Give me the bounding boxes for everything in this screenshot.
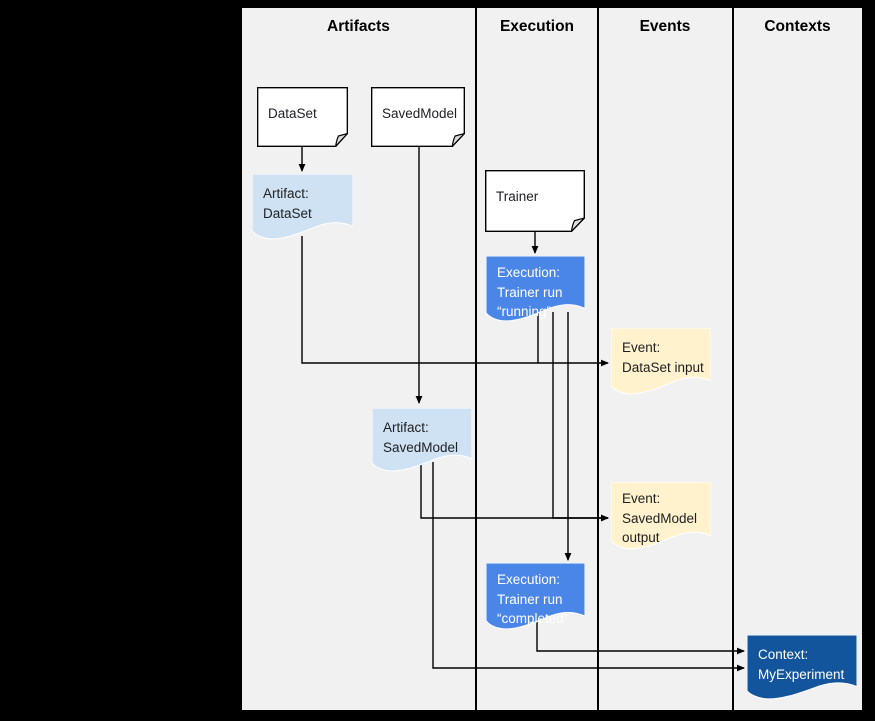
document-shape — [486, 563, 585, 630]
column-divider-artifacts-execution — [475, 8, 477, 710]
node-label: Event: — [622, 491, 661, 506]
node-label: “running” — [497, 304, 552, 319]
folded-corner-icon — [572, 218, 585, 231]
document-body — [252, 174, 353, 239]
node-label: DataSet input — [622, 359, 704, 375]
node-label: Trainer run — [497, 591, 563, 607]
node-execution-running: Execution: Trainer run “running” — [486, 256, 585, 322]
node-label: Context: — [758, 647, 809, 662]
node-context-myexperiment: Context: MyExperiment — [747, 635, 857, 700]
note-shape — [485, 170, 585, 232]
note-shape — [371, 87, 465, 147]
document-shape — [611, 482, 711, 550]
document-shape — [747, 635, 857, 700]
document-shape — [252, 174, 353, 240]
node-artifact-dataset: Artifact: DataSet — [252, 174, 353, 240]
node-savedmodel: SavedModel — [371, 87, 465, 147]
folded-corner-icon — [336, 134, 348, 147]
document-shape — [486, 256, 585, 322]
note-shape — [257, 87, 348, 147]
node-label: Event: — [622, 340, 661, 355]
column-header-artifacts: Artifacts — [327, 18, 390, 35]
column-divider-execution-events — [597, 8, 599, 710]
node-label: output — [622, 530, 660, 545]
document-body — [486, 563, 585, 629]
node-dataset: DataSet — [257, 87, 348, 147]
connector-execution-completed-to-context — [536, 622, 745, 655]
node-event-savedmodel-output: Event: SavedModel output — [611, 482, 711, 550]
node-trainer: Trainer — [485, 170, 585, 232]
node-label: DataSet — [263, 205, 312, 221]
column-header-events: Events — [639, 18, 691, 35]
document-body — [747, 635, 857, 699]
document-body — [611, 482, 711, 549]
document-body — [372, 408, 472, 471]
connector-artifact-dataset-to-event-input — [301, 236, 609, 367]
node-label: Trainer — [496, 189, 539, 204]
column-header-execution: Execution — [499, 18, 575, 35]
folded-corner-icon — [452, 134, 464, 147]
node-label: MyExperiment — [758, 666, 845, 682]
node-artifact-savedmodel: Artifact: SavedModel — [372, 408, 472, 472]
connector-artifact-savedmodel-to-event-output — [420, 462, 609, 522]
node-label: Artifact: — [383, 420, 429, 435]
node-label: Trainer run — [497, 284, 563, 300]
node-label: DataSet — [268, 106, 317, 121]
node-event-dataset-input: Event: DataSet input — [611, 328, 711, 395]
column-divider-events-contexts — [732, 8, 734, 710]
column-header-contexts: Contexts — [764, 18, 831, 35]
node-label: Execution: — [497, 572, 561, 587]
node-label: SavedModel — [382, 106, 458, 121]
document-body — [486, 256, 585, 321]
document-shape — [611, 328, 711, 395]
node-execution-completed: Execution: Trainer run “completed” — [486, 563, 585, 630]
connector-execution-running-to-event-output — [552, 312, 609, 522]
connector-artifact-savedmodel-to-context — [432, 462, 745, 672]
node-label: “completed” — [497, 611, 569, 626]
node-label: Execution: — [497, 265, 561, 280]
document-body — [611, 328, 711, 394]
document-shape — [372, 408, 472, 472]
node-label: Artifact: — [263, 186, 309, 201]
node-label: SavedModel — [622, 510, 698, 526]
node-label: SavedModel — [383, 439, 459, 455]
